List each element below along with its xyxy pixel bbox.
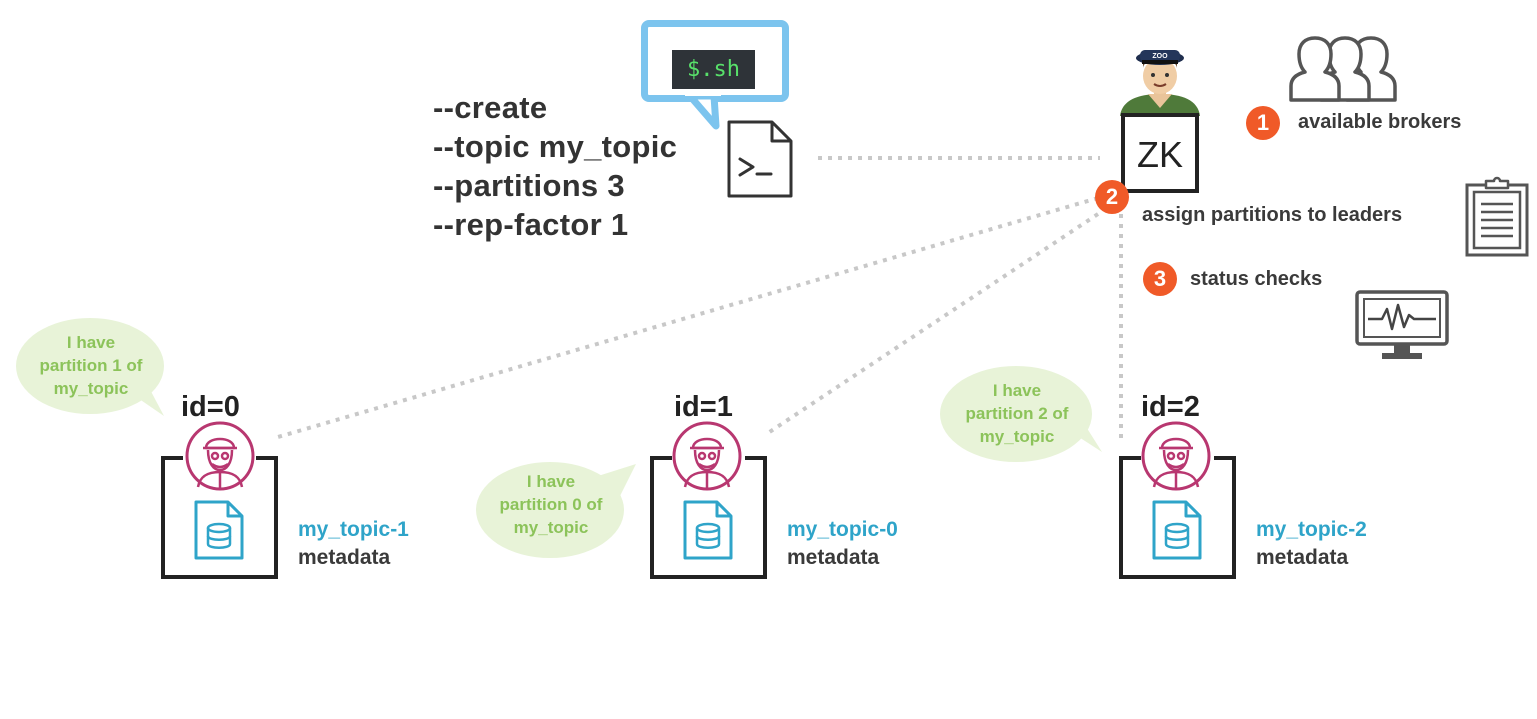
step-1-text: available brokers xyxy=(1298,111,1462,133)
zk-to-broker-0-connector xyxy=(277,196,1099,439)
command-arg-rep-factor: --rep-factor 1 xyxy=(433,207,629,242)
monitor-heartbeat-icon xyxy=(1355,290,1449,359)
broker-0-worker-icon xyxy=(185,421,255,491)
broker-0-speech-line-2: partition 1 of xyxy=(39,356,143,375)
broker-0-partition-name: my_topic-1 xyxy=(298,518,409,541)
broker-0-speech-text: I have partition 1 of my_topic xyxy=(22,331,160,400)
broker-2-partition-name: my_topic-2 xyxy=(1256,518,1367,541)
broker-2-metadata-label: metadata xyxy=(1256,546,1349,569)
broker-2-speech-text: I have partition 2 of my_topic xyxy=(946,379,1088,448)
broker-1-speech-line-3: my_topic xyxy=(513,518,589,537)
broker-0-speech-bubble xyxy=(16,318,164,416)
people-icon xyxy=(1289,36,1397,102)
step-1-badge: 1 xyxy=(1246,106,1280,140)
broker-1-metadata-label: metadata xyxy=(787,546,880,569)
broker-2-speech-line-2: partition 2 of xyxy=(965,404,1069,423)
step-2-badge: 2 xyxy=(1095,180,1129,214)
command-arg-topic: --topic my_topic xyxy=(433,129,678,164)
broker-1-worker-icon xyxy=(672,421,742,491)
command-arg-partitions: --partitions 3 xyxy=(433,168,625,203)
step-3-badge: 3 xyxy=(1143,262,1177,296)
broker-1-partition-name: my_topic-0 xyxy=(787,518,898,541)
broker-2-speech-line-1: I have xyxy=(992,381,1042,400)
broker-1-speech-line-1: I have xyxy=(526,472,576,491)
broker-1-id: id=1 xyxy=(674,391,733,423)
broker-0-metadata-label: metadata xyxy=(298,546,391,569)
broker-0-speech-line-3: my_topic xyxy=(53,379,129,398)
zookeeper-hat-text: ZOO xyxy=(1152,53,1168,60)
step-3-text: status checks xyxy=(1190,268,1323,290)
broker-1-speech-text: I have partition 0 of my_topic xyxy=(481,470,621,539)
broker-2-speech-line-3: my_topic xyxy=(979,427,1055,446)
broker-1-speech-bubble xyxy=(476,462,636,558)
broker-0-database-file-icon xyxy=(194,500,244,560)
terminal-file-icon xyxy=(727,120,793,198)
command-arg-create: --create xyxy=(433,90,548,125)
zookeeper-keeper-icon: ZOO xyxy=(1120,50,1200,116)
clipboard-icon xyxy=(1465,176,1529,257)
broker-2-speech-bubble xyxy=(940,366,1102,462)
broker-2-worker-icon xyxy=(1141,421,1211,491)
script-label: $.sh xyxy=(672,50,755,89)
broker-0-speech-line-1: I have xyxy=(66,333,116,352)
broker-1-database-file-icon xyxy=(683,500,733,560)
zk-to-broker-1-connector xyxy=(766,212,1100,435)
broker-1-speech-line-2: partition 0 of xyxy=(499,495,603,514)
broker-2-id: id=2 xyxy=(1141,391,1200,423)
broker-2-database-file-icon xyxy=(1152,500,1202,560)
step-2-text: assign partitions to leaders xyxy=(1142,204,1403,226)
zookeeper-box: ZK xyxy=(1121,113,1199,193)
broker-0-id: id=0 xyxy=(181,391,240,423)
command-arguments: --create --topic my_topic --partitions 3… xyxy=(433,88,677,244)
